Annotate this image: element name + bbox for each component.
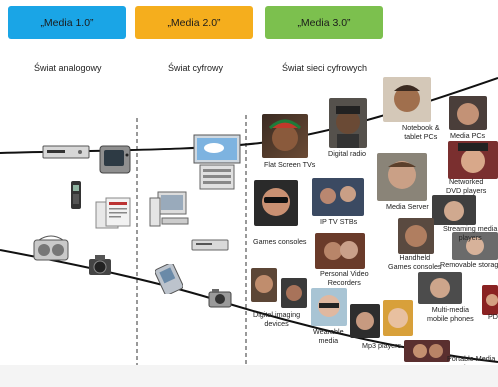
era-digital: Świat cyfrowy: [168, 63, 224, 73]
label-pd: PD: [488, 312, 498, 321]
radio-image: [33, 234, 69, 262]
camera-image-2: [207, 287, 233, 309]
desktop-pc-image: [148, 190, 192, 228]
portable-photo: [404, 340, 450, 362]
label-ip-tv: IP TV STBs: [320, 217, 358, 226]
notebook-photo: [383, 77, 431, 122]
home-cinema-image: [192, 133, 242, 191]
crt-tv-image: [99, 145, 131, 175]
label-media-server: Media Server: [386, 202, 429, 211]
multimedia-phones-photo: [418, 272, 462, 304]
ip-tv-photo: [312, 178, 364, 216]
label-media-pcs: Media PCs: [450, 131, 486, 140]
label-removable: Removable storage: [440, 260, 498, 269]
label-notebook: Notebook & tablet PCs: [402, 123, 440, 141]
media-server-photo: [377, 153, 427, 201]
flat-screen-photo: [262, 114, 308, 158]
header-media-3: „Media 3.0”: [265, 6, 383, 39]
label-flat-screen: Flat Screen TVs: [264, 160, 316, 169]
mp3-photo-1: [350, 304, 380, 338]
label-wearable: Wearable media: [313, 327, 344, 345]
mobile-phone-image: [69, 180, 83, 210]
pd-photo: [482, 285, 498, 315]
wearable-photo: [311, 288, 347, 326]
label-handheld: Handheld Games consoles: [388, 253, 442, 271]
newspapers-image: [94, 196, 134, 230]
label-pvr: Personal Video Recorders: [320, 269, 369, 287]
pvr-photo: [315, 233, 365, 269]
pda-image: [155, 264, 183, 294]
media-pcs-photo: [449, 96, 487, 130]
label-games-consoles: Games consoles: [253, 237, 307, 246]
dvd-player-image: [191, 238, 229, 252]
digital-imaging-photo-2: [281, 278, 307, 308]
label-digital-radio: Digital radio: [328, 149, 366, 158]
removable-photo: [452, 232, 498, 260]
label-digital-imaging: Digital imaging devices: [253, 310, 301, 328]
handheld-photo: [398, 218, 434, 254]
era-networked: Świat sieci cyfrowych: [282, 63, 368, 73]
label-streaming: Streaming media players: [443, 224, 498, 242]
camera-image-1: [87, 253, 113, 277]
label-multimedia-phones: Multi-media mobile phones: [427, 305, 474, 323]
digital-radio-photo: [329, 98, 367, 148]
streaming-photo: [432, 195, 476, 225]
games-consoles-photo: [254, 180, 298, 226]
vcr-image: [42, 143, 90, 161]
digital-imaging-photo-1: [251, 268, 277, 302]
label-mp3: Mp3 players: [362, 341, 402, 350]
bottom-strip: [0, 365, 498, 387]
mp3-photo-2: [383, 300, 413, 336]
label-networked-dvd: Networked DVD players: [446, 177, 487, 195]
header-media-1: „Media 1.0”: [8, 6, 126, 39]
era-analog: Świat analogowy: [34, 63, 102, 73]
networked-dvd-photo: [448, 141, 498, 179]
header-media-2: „Media 2.0”: [135, 6, 253, 39]
